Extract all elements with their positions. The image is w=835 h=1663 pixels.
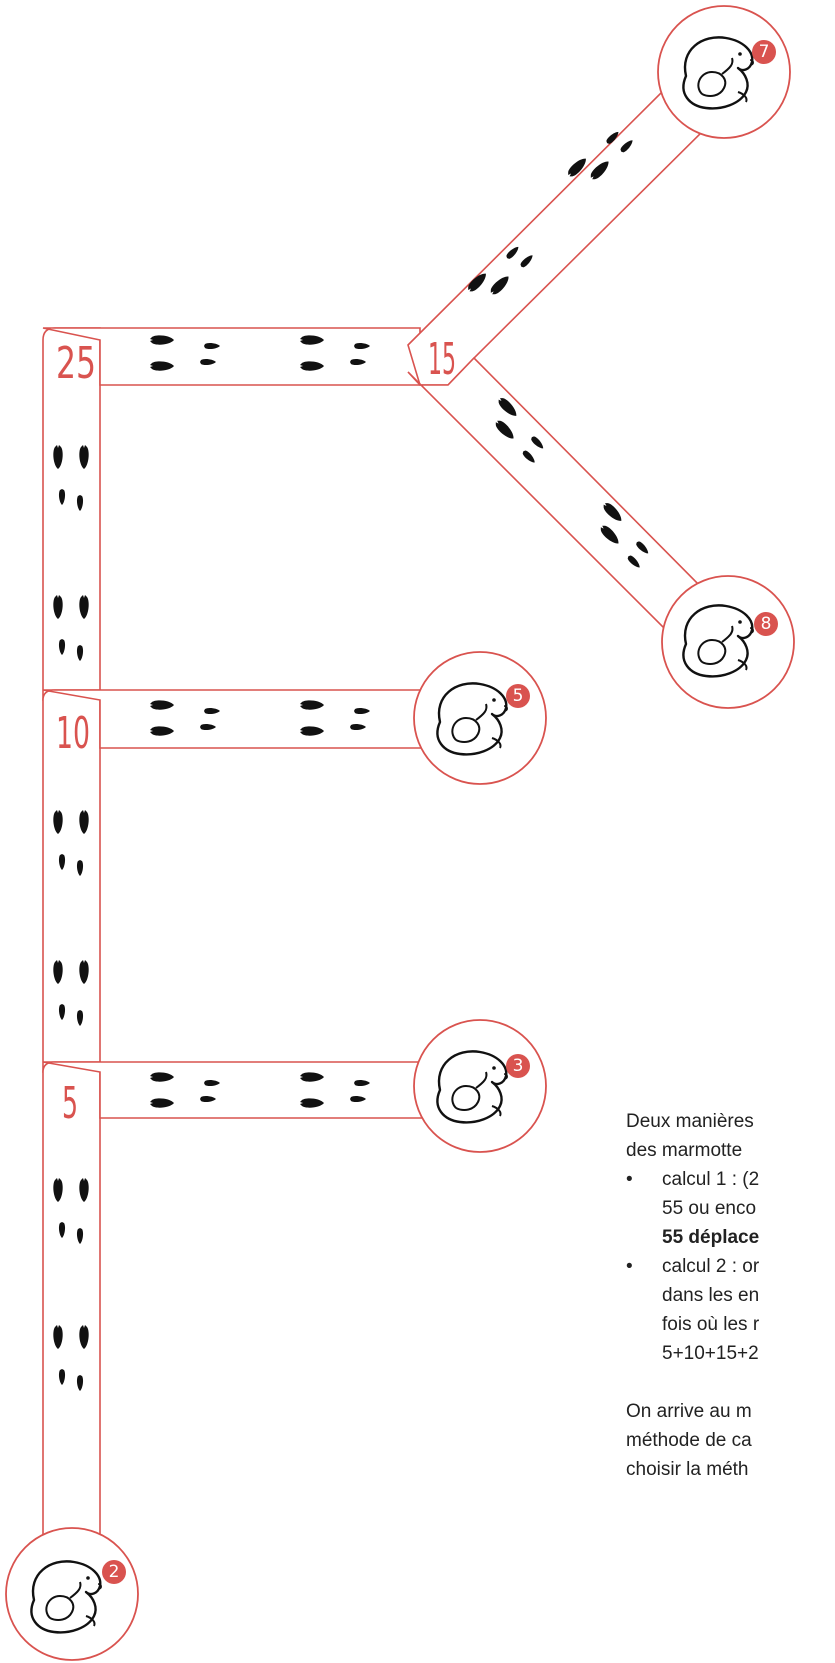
list-item-continued: dans les en [626, 1281, 835, 1310]
badge-3 [506, 1054, 530, 1078]
badge-5-label: 5 [513, 686, 524, 706]
list-item-continued: 55 ou enco [626, 1194, 835, 1223]
list-item: • calcul 1 : (2 [626, 1165, 835, 1194]
badge-3-label: 3 [513, 1056, 524, 1076]
badge-7-label: 7 [759, 42, 770, 62]
den-7: 7 [657, 5, 791, 139]
den-5: 5 [413, 651, 547, 785]
intro-line-1: Deux manières [626, 1111, 754, 1132]
list-item-continued: 55 déplace [626, 1223, 835, 1252]
badge-7 [752, 40, 776, 64]
intro-line-2: des marmotte [626, 1140, 743, 1161]
item2-line-2: dans les en [662, 1285, 760, 1306]
bullet: • [626, 1256, 633, 1277]
list-item: • calcul 2 : or [626, 1252, 835, 1281]
den-3: 3 [413, 1019, 547, 1153]
trail-diagonal-to-8 [407, 356, 714, 638]
explanation-text: Deux manières des marmotte • calcul 1 : … [626, 1107, 835, 1663]
calculation-list: • calcul 1 : (2 55 ou enco 55 déplace • … [626, 1165, 835, 1368]
paw-tracks [53, 129, 651, 1391]
junction-label-15: 15 [428, 334, 456, 385]
badge-8-label: 8 [761, 614, 772, 634]
list-item-continued: fois où les r [626, 1310, 835, 1339]
den-8: 8 [661, 575, 795, 709]
outro-line-1: On arrive au m [626, 1401, 752, 1422]
item2-line-4: 5+10+15+2 [662, 1343, 759, 1364]
spacer [626, 1368, 835, 1397]
list-item-continued: 5+10+15+2 [626, 1339, 835, 1368]
badge-2-label: 2 [109, 1562, 120, 1582]
junction-label-5: 5 [62, 1078, 78, 1129]
junction-label-25: 25 [56, 338, 96, 389]
junction-label-10: 10 [56, 708, 90, 759]
item2-line-3: fois où les r [662, 1314, 760, 1335]
trail-branch-10-5 [42, 689, 431, 749]
item1-line-1: calcul 1 : (2 [662, 1169, 760, 1190]
badge-8 [754, 612, 778, 636]
outro-line-2: méthode de ca [626, 1430, 752, 1451]
badge-5 [506, 684, 530, 708]
item1-line-2: 55 ou enco [662, 1198, 757, 1219]
trail-bands [42, 80, 714, 1601]
junction-labels: 25 15 10 5 [56, 334, 456, 1129]
trail-branch-5-3 [42, 1061, 431, 1119]
badge-2 [102, 1560, 126, 1584]
bullet: • [626, 1169, 633, 1190]
den-2: 2 [5, 1527, 139, 1661]
item2-line-1: calcul 2 : or [662, 1256, 760, 1277]
item1-line-3: 55 déplace [662, 1227, 760, 1248]
outro-line-3: choisir la méth [626, 1459, 749, 1480]
trail-vertical-lower [42, 1061, 101, 1601]
trail-branch-25-15 [42, 327, 421, 386]
